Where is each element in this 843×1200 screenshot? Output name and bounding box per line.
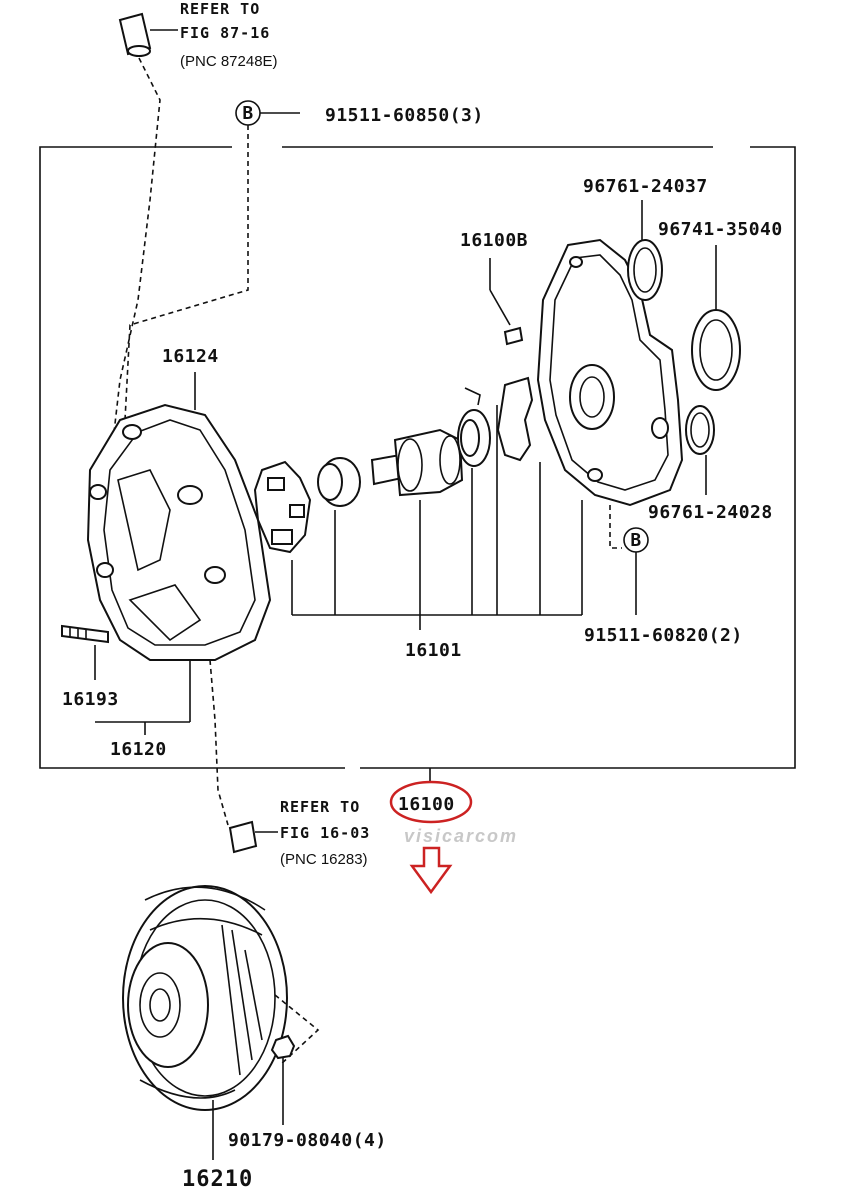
highlight-arrow-icon [409, 846, 453, 895]
bolt-marker-b-right: B [623, 527, 649, 615]
refer-top-line1: REFER TO [180, 0, 260, 18]
callout-16100: 16100 [398, 794, 455, 815]
pump-cover-16124 [86, 403, 272, 661]
callout-90179-08040: 90179-08040(4) [228, 1130, 387, 1151]
callout-16210: 16210 [182, 1167, 253, 1192]
refer-bottom-line2: FIG 16-03 [280, 824, 370, 842]
marker-b-label: B [242, 103, 253, 124]
refer-top-line3: (PNC 87248E) [180, 53, 278, 70]
pulley-seat [496, 376, 534, 462]
refer-top-line2: FIG 87-16 [180, 24, 270, 42]
callout-16120: 16120 [110, 739, 167, 760]
seal [317, 457, 361, 507]
body-bracket-16120 [95, 660, 191, 735]
callout-16124: 16124 [162, 346, 219, 367]
stud-16193 [61, 624, 109, 680]
callout-16101: 16101 [405, 640, 462, 661]
fan-clutch-16210 [122, 885, 320, 1111]
refer-bottom-line1: REFER TO [280, 798, 360, 816]
callout-96741-35040: 96741-35040 [658, 219, 783, 240]
callout-96761-24028: 96761-24028 [648, 502, 773, 523]
o-ring-96761-24037 [627, 200, 663, 301]
snap-ring [457, 387, 491, 467]
nut-90179-08040 [270, 1034, 296, 1125]
callout-16100b: 16100B [460, 230, 528, 251]
highlight-circle [389, 780, 473, 824]
o-ring-96741-35040 [691, 245, 741, 391]
shaft-bearing [370, 428, 464, 497]
pipe-reference-top [111, 12, 178, 451]
callout-16193: 16193 [62, 689, 119, 710]
refer-bottom-line3: (PNC 16283) [280, 851, 368, 868]
impeller [253, 460, 312, 554]
plug-16100b [489, 258, 524, 346]
pipe-reference-bottom [209, 659, 278, 854]
kit-bracket-16101 [291, 405, 583, 630]
rear-plate [536, 238, 684, 549]
bolt-marker-b-top: B [124, 100, 300, 421]
o-ring-96761-24028 [685, 405, 715, 495]
callout-91511-60850: 91511-60850(3) [325, 105, 484, 126]
marker-b-right-label: B [630, 530, 641, 551]
assembly-frame [39, 146, 796, 769]
watermark: visicarcom [404, 826, 518, 846]
callout-96761-24037: 96761-24037 [583, 176, 708, 197]
callout-91511-60820: 91511-60820(2) [584, 625, 743, 646]
